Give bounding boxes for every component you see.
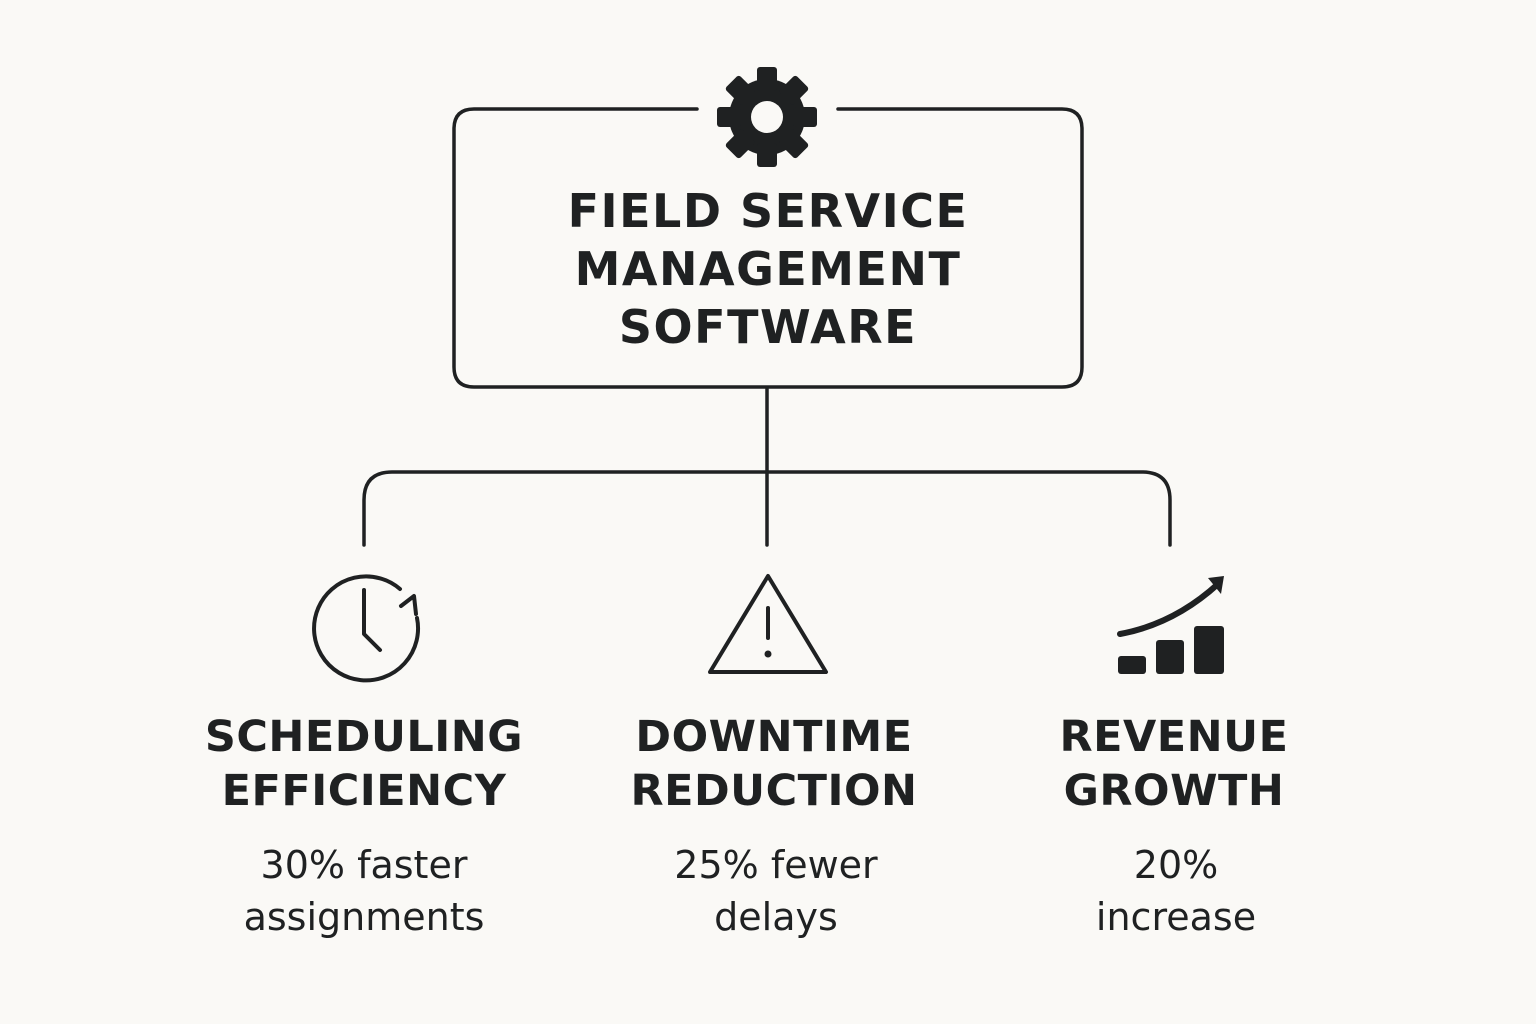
branch-desc-line: 20% (1133, 843, 1219, 887)
gear-icon (717, 67, 817, 167)
branch-title-line: REVENUE (1059, 712, 1289, 762)
root-box-outline (452, 107, 1084, 389)
branch-desc-scheduling: 30% faster assignments (154, 839, 574, 943)
clock-refresh-icon (312, 574, 421, 683)
branch-title-downtime: DOWNTIME REDUCTION (564, 710, 984, 818)
branch-desc-line: increase (1095, 895, 1257, 939)
branch-title-line: REDUCTION (630, 766, 918, 816)
branch-desc-downtime: 25% fewer delays (566, 839, 986, 943)
branch-title-line: EFFICIENCY (221, 766, 507, 816)
branch-title-revenue: REVENUE GROWTH (964, 710, 1384, 818)
branch-bar (362, 470, 1172, 547)
branch-title-line: DOWNTIME (635, 712, 913, 762)
branch-desc-line: assignments (243, 895, 485, 939)
warning-triangle-icon (708, 574, 828, 674)
branch-desc-revenue: 20% increase (966, 839, 1386, 943)
branch-desc-line: 25% fewer (674, 843, 878, 887)
root-title-line-3: SOFTWARE (618, 300, 918, 354)
root-title-line-1: FIELD SERVICE (567, 184, 969, 238)
branch-title-line: SCHEDULING (204, 712, 524, 762)
branch-title-scheduling: SCHEDULING EFFICIENCY (154, 710, 574, 818)
branch-desc-line: 30% faster (260, 843, 468, 887)
growth-chart-icon (1117, 576, 1224, 674)
root-title-line-2: MANAGEMENT (574, 242, 962, 296)
root-title: FIELD SERVICE MANAGEMENT SOFTWARE (470, 182, 1066, 356)
branch-title-line: GROWTH (1063, 766, 1285, 816)
branch-desc-line: delays (714, 895, 838, 939)
